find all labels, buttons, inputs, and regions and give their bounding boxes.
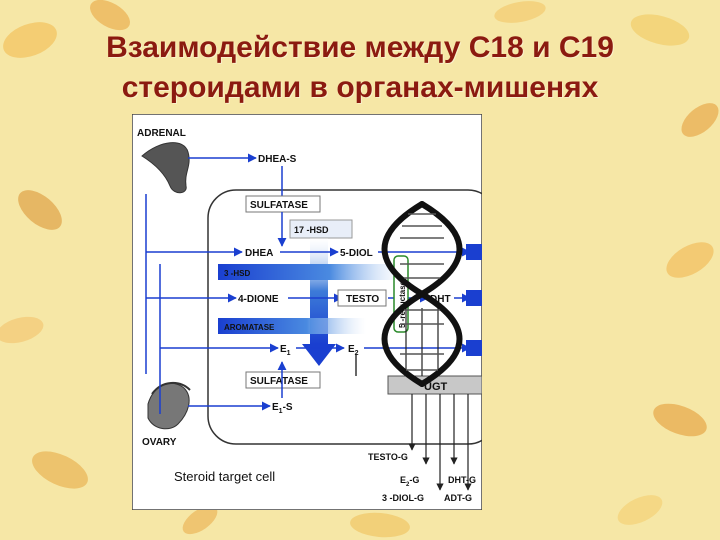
dna-base-pairs (400, 213, 444, 371)
adrenal-gland-shape (141, 142, 190, 194)
sulfatase-bottom-box (245, 371, 321, 389)
output-e2g: E2-G (400, 475, 419, 488)
steroid-target-cell-diagram: ADRENAL OVARY DHEA-S SULFATASE 17 -HSD 3… (132, 114, 482, 510)
node-dht: DHT (430, 294, 451, 305)
hsd3-horizontal-band (218, 264, 404, 280)
node-testo: TESTO (346, 294, 379, 305)
vertical-band-arrowhead (302, 344, 336, 366)
slide-title-line1: Взаимодействие между С18 и С19 (106, 31, 614, 64)
cell-membrane (207, 189, 482, 445)
adrenal-label: ADRENAL (137, 128, 186, 139)
node-e1s: E1-S (272, 402, 293, 415)
ovary-label: OVARY (142, 437, 177, 448)
output-testo-g: TESTO-G (368, 452, 408, 462)
hsd3-label: 3 -HSD (224, 269, 250, 278)
sulfatase-top-box (245, 195, 321, 213)
node-e1: E1 (280, 344, 291, 357)
sulfatase-bottom-label: SULFATASE (250, 376, 308, 387)
aromatase-label: AROMATASE (224, 323, 275, 332)
output-adt-g: ADT-G (444, 493, 472, 503)
receptor-bottom (466, 340, 482, 356)
node-dhea: DHEA (245, 248, 273, 259)
ugt-label: UGT (424, 381, 448, 393)
output-diol-g: 3 -DIOL-G (382, 493, 424, 503)
aromatase-horizontal-band (218, 318, 366, 334)
dna-helix (381, 201, 463, 387)
ovary-tube-shape (151, 382, 191, 395)
cell-caption: Steroid target cell (174, 469, 275, 484)
testo-box (337, 289, 387, 307)
node-e2: E2 (348, 344, 359, 357)
receptor-top (466, 244, 482, 260)
slide-title-line2: стероидами в органах-мишенях (121, 71, 599, 104)
sulfatase-top-label: SULFATASE (250, 200, 308, 211)
node-5-diol: 5-DIOL (340, 248, 373, 259)
hsd17-label: 17 -HSD (294, 225, 329, 235)
node-4-dione: 4-DIONE (238, 294, 279, 305)
receptor-middle (466, 290, 482, 306)
output-dht-g: DHT-G (448, 475, 476, 485)
node-dheas: DHEA-S (258, 154, 297, 165)
